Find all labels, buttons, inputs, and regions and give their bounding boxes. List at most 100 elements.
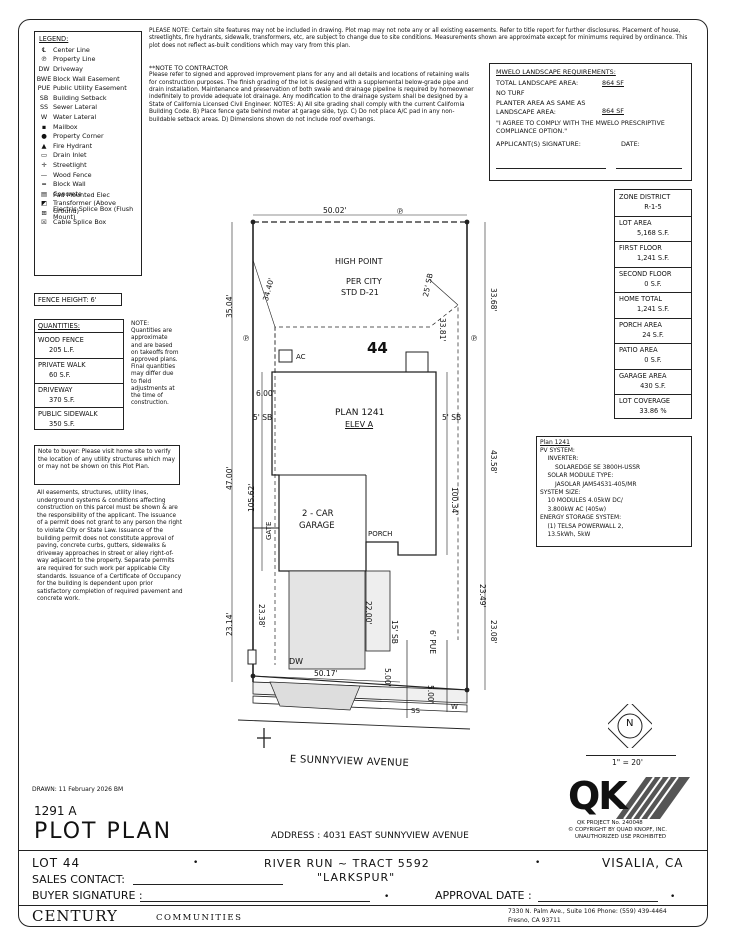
pv-system-box: Plan 1241 PV SYSTEM: INVERTER: SOLAREDGE… [536,436,692,547]
legend-label: Wood Fence [53,170,92,179]
quantity-value: 60 S.F. [49,370,71,379]
legend-item: ⊞Electric Splice Box (Flush Mount) [35,204,139,221]
mwelo-total-label: TOTAL LANDSCAPE AREA: [496,79,579,87]
walkway [365,570,391,652]
pv-line: SOLAREDGE SE 3800H-USSR [540,464,641,471]
dim-sb-left: 5' SB [253,413,273,422]
site-stat-label: PORCH AREA [619,320,662,329]
dim-line-diag-r [429,279,459,306]
mwelo-date-line[interactable] [616,168,682,169]
mwelo-title: MWELO LANDSCAPE REQUIREMENTS: [496,68,616,76]
dim-right-low: 43.58' [489,450,498,474]
title-block: LOT 44 • RIVER RUN ~ TRACT 5592 • VISALI… [18,850,708,928]
legend-symbol: ▭ [40,151,48,160]
qk-logo-text: QK [568,774,628,818]
dim-g3: 15' SB [390,620,399,644]
legend-item: ℄Center Line [35,45,139,55]
pv-title: Plan 1241 [540,439,570,446]
dim-house-right: 100.34' [450,487,459,516]
mwelo-box: MWELO LANDSCAPE REQUIREMENTS: TOTAL LAND… [489,63,692,181]
dim-g2: 22.00' [364,601,373,625]
legend-item: ▲Fire Hydrant [35,141,139,151]
pl-right: ℗ [470,334,478,343]
elev-label: ELEV A [345,420,374,429]
dim-line-bottom [252,675,401,683]
property-corner-icon [250,219,256,225]
site-stat-value: 5,168 S.F. [636,228,670,237]
site-stat-value: 24 S.F. [642,330,664,339]
tb-buyer-sig-line[interactable] [140,901,370,902]
garage-label-2: GARAGE [299,521,335,531]
legend-symbol: DW [38,64,50,73]
tb-lot: LOT 44 [32,856,81,870]
legend-label: Drain Inlet [53,151,87,160]
property-corner-icon-3 [250,673,256,679]
tb-dot-4: • [670,892,676,902]
legend-label: Electric Splice Box (Flush Mount) [53,204,134,221]
pv-line: INVERTER: [540,456,579,463]
address-label: ADDRESS : 4031 EAST SUNNYVIEW AVENUE [271,831,469,841]
property-line-bottom [252,675,468,691]
legend-item: ═Block Wall [35,179,139,189]
mwelo-signature-line[interactable] [496,168,606,169]
dim-bottom: 50.17' [314,669,338,678]
disclaimer-note: PLEASE NOTE: Certain site features may n… [149,28,688,49]
mailbox-icon [247,649,257,665]
north-label: N [626,718,634,729]
pv-line: 10 MODULES 4.05kW DC/ [540,498,623,505]
dim-sb-right: 5' SB [442,413,462,422]
tb-tract: RIVER RUN ~ TRACT 5592 [264,857,430,870]
street-centerline [237,719,471,730]
legend-label: Sewer Lateral [53,103,98,112]
mwelo-total-value: 864 SF [602,79,624,87]
site-stat-label: GARAGE AREA [619,371,667,380]
quantity-label: WOOD FENCE [38,336,84,344]
contractor-note-title: **NOTE TO CONTRACTOR [149,65,228,72]
tb-approval-line[interactable] [538,901,658,902]
house-footprint [271,371,437,572]
site-stat-label: LOT AREA [619,218,652,227]
dim-left-top: 35.04' [225,294,234,318]
property-corner-icon-2 [464,219,470,225]
legend-item: ●Property Corner [35,131,139,141]
contractor-note: **NOTE TO CONTRACTOR Please refer to sig… [149,65,479,124]
legend-item: ✛Streetlight [35,160,139,170]
scale-bar [586,755,676,756]
site-stat-value: 0 S.F. [644,356,662,365]
house-notch [405,351,429,373]
legend-symbol: SB [39,93,49,102]
tb-larkspur: "LARKSPUR" [317,871,396,884]
pl-top: ℗ [396,207,404,216]
site-stat-value: 0 S.F. [644,279,662,288]
tb-sales-line[interactable] [133,884,283,885]
legend-label: Property Line [53,55,96,64]
pv-line: SOLAR MODULE TYPE: [540,473,614,480]
easement-note: All easements, structures, utility lines… [37,490,183,603]
legend-symbol: ☒ [41,218,47,227]
plot-plan-title: PLOT PLAN [34,819,173,844]
fence-height: FENCE HEIGHT: 6' [38,296,97,304]
dim-six: 6.00' [256,389,275,398]
garage-label-1: 2 - CAR [302,509,334,519]
high-point-label: HIGH POINT [335,257,383,266]
site-stat-label: FIRST FLOOR [619,244,662,253]
tb-city: VISALIA, CA [602,856,684,870]
legend-label: Public Utility Easement [53,84,127,93]
buyer-note: Note to buyer: Please visit home site to… [38,449,175,471]
pv-line: JASOLAR JAM54S31-405/MR [540,481,637,488]
property-corner-icon-4 [464,687,470,693]
legend-symbol: W [40,112,48,121]
legend-item: ☒Cable Splice Box [35,218,139,228]
legend-symbol: BWE [36,74,52,83]
